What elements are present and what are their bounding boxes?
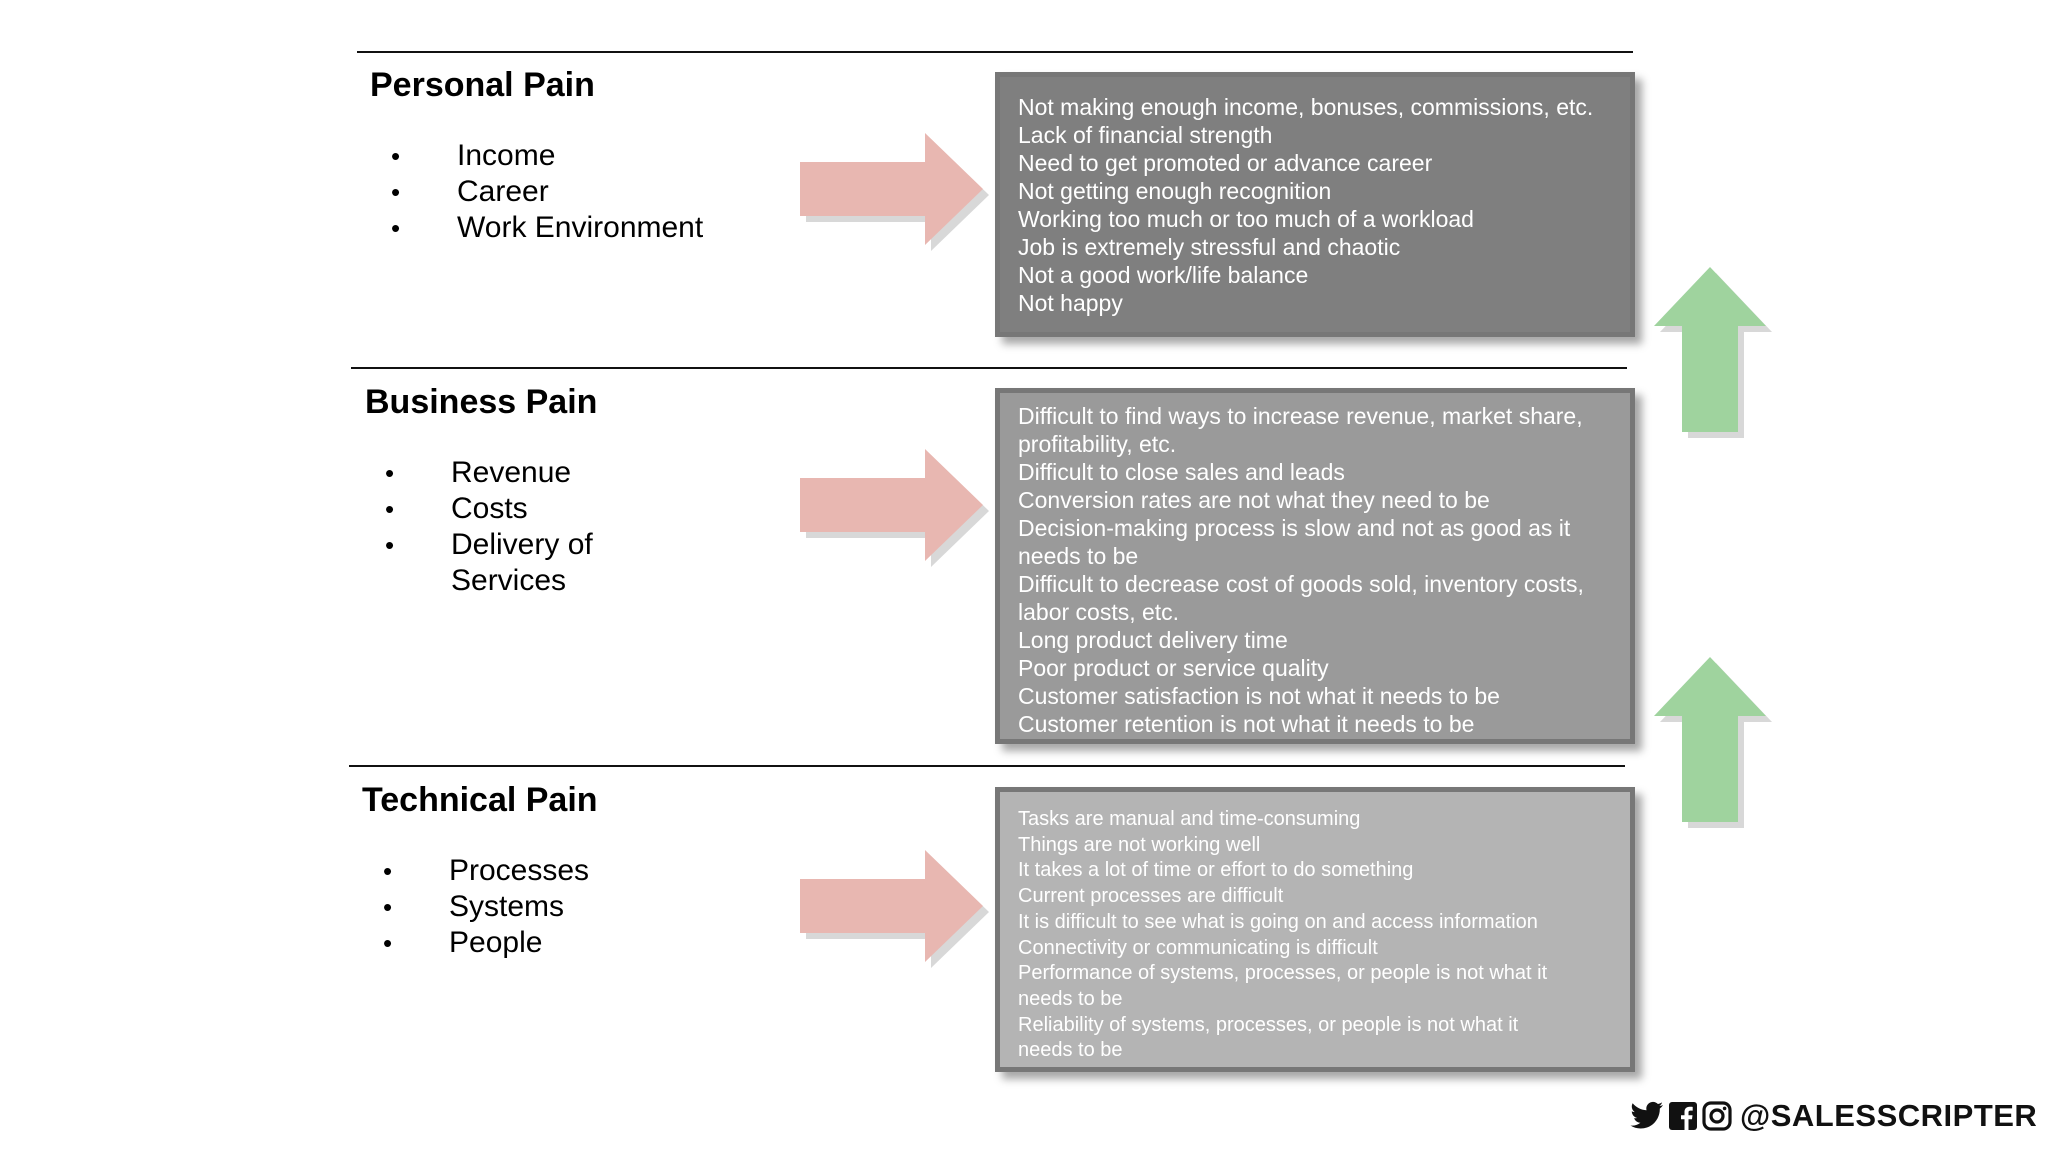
pain-item: Long product delivery time	[1018, 627, 1288, 653]
social-footer: @SALESSCRIPTER	[1630, 1098, 2037, 1134]
list-item: Work Environment	[373, 210, 727, 246]
pain-item: Current processes are difficult	[1018, 885, 1284, 908]
pain-item: Difficult to decrease cost of goods sold…	[1018, 571, 1584, 597]
twitter-icon[interactable]	[1630, 1101, 1664, 1131]
section-title-personal-pain: Personal Pain	[370, 66, 595, 104]
personal-pain-box: Not making enough income, bonuses, commi…	[995, 72, 1635, 337]
pain-item: needs to be	[1018, 987, 1123, 1010]
social-handle[interactable]: @SALESSCRIPTER	[1740, 1098, 2038, 1133]
pain-item: Not happy	[1018, 290, 1123, 316]
pain-item: Reliability of systems, processes, or pe…	[1018, 1013, 1519, 1036]
section-title-business-pain: Business Pain	[365, 383, 598, 421]
divider-middle	[351, 367, 1627, 369]
pain-item: Not making enough income, bonuses, commi…	[1018, 94, 1594, 120]
business-pain-list: Revenue Costs Delivery of Services	[367, 455, 721, 599]
right-arrow-shape	[800, 133, 983, 245]
personal-pain-list: Income Career Work Environment	[373, 138, 727, 246]
up-arrow-shape	[1654, 657, 1766, 822]
up-arrow-shape	[1654, 267, 1766, 432]
pain-item: It takes a lot of time or effort to do s…	[1018, 859, 1414, 882]
pain-item: needs to be	[1018, 543, 1139, 569]
up-arrow-icon	[1654, 657, 1772, 828]
pain-item: Performance of systems, processes, or pe…	[1018, 962, 1548, 985]
business-pain-box: Difficult to find ways to increase reven…	[995, 388, 1635, 744]
pain-item: labor costs, etc.	[1018, 599, 1180, 625]
pain-item: profitability, etc.	[1018, 431, 1177, 457]
divider-bottom	[349, 765, 1625, 767]
right-arrow-shape	[800, 449, 983, 561]
pain-item: needs to be	[1018, 1039, 1123, 1062]
pain-item: Not a good work/life balance	[1018, 262, 1309, 288]
pain-item: Things are not working well	[1018, 833, 1261, 856]
pain-item: Poor product or service quality	[1018, 655, 1329, 681]
right-arrow-icon	[800, 133, 989, 251]
technical-pain-list: Processes Systems People	[365, 853, 719, 961]
pain-item: Not getting enough recognition	[1018, 178, 1332, 204]
pain-item: Connectivity or communicating is difficu…	[1018, 936, 1378, 959]
pain-item: Working too much or too much of a worklo…	[1018, 206, 1474, 232]
pain-item: Customer retention is not what it needs …	[1018, 711, 1475, 737]
list-item: Income	[373, 138, 727, 174]
pain-item: Lack of financial strength	[1018, 122, 1273, 148]
list-item: Costs	[367, 491, 721, 527]
pain-item: Conversion rates are not what they need …	[1018, 487, 1490, 513]
instagram-icon[interactable]	[1702, 1101, 1732, 1131]
list-item: People	[365, 925, 719, 961]
list-item: Processes	[365, 853, 719, 889]
list-item: Delivery of Services	[367, 527, 601, 599]
pain-item: Job is extremely stressful and chaotic	[1018, 234, 1401, 260]
section-title-technical-pain: Technical Pain	[362, 781, 598, 819]
technical-pain-box: Tasks are manual and time-consuming Thin…	[995, 787, 1635, 1072]
facebook-icon[interactable]	[1668, 1101, 1698, 1131]
right-arrow-icon	[800, 449, 989, 567]
pain-item: Decision-making process is slow and not …	[1018, 515, 1571, 541]
pain-item: It is difficult to see what is going on …	[1018, 910, 1538, 933]
pain-item: Tasks are manual and time-consuming	[1018, 808, 1361, 830]
list-item: Revenue	[367, 455, 721, 491]
pain-item: Difficult to find ways to increase reven…	[1018, 403, 1583, 429]
right-arrow-icon	[800, 850, 989, 968]
list-item: Career	[373, 174, 727, 210]
right-arrow-shape	[800, 850, 983, 962]
pain-item: Customer satisfaction is not what it nee…	[1018, 683, 1500, 709]
list-item: Systems	[365, 889, 719, 925]
pain-item: Difficult to close sales and leads	[1018, 459, 1345, 485]
pain-item: Need to get promoted or advance career	[1018, 150, 1433, 176]
up-arrow-icon	[1654, 267, 1772, 438]
divider-top	[357, 51, 1633, 53]
